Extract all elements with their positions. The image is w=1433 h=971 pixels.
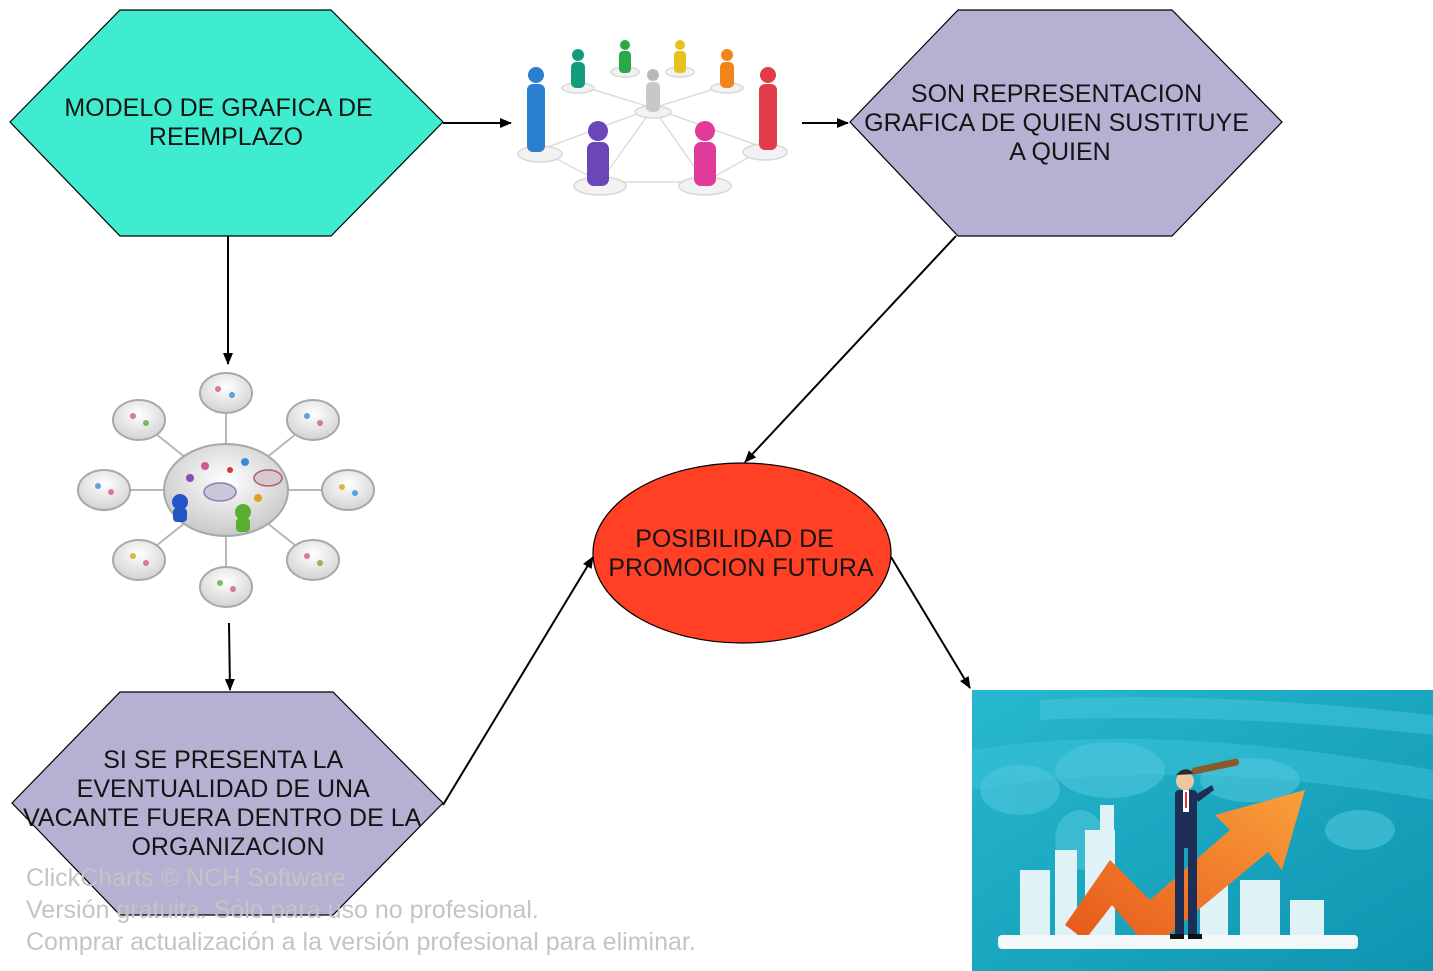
- businessman-telescope-growth-icon: [972, 690, 1433, 971]
- arrow-si-to-posibilidad: [442, 556, 594, 806]
- watermark-line-2: Versión gratuita. Sólo para uso no profe…: [26, 896, 539, 924]
- modelo-label: MODELO DE GRAFICA DE REEMPLAZO: [64, 94, 379, 151]
- watermark-line-3: Comprar actualización a la versión profe…: [26, 928, 696, 956]
- modelo-hexagon: [9, 9, 444, 237]
- node-modelo[interactable]: MODELO DE GRAFICA DE REEMPLAZO: [9, 9, 444, 237]
- watermark: ClickCharts © NCH Software Versión gratu…: [26, 862, 696, 958]
- arrow-son-to-posibilidad: [744, 235, 957, 463]
- son-label: SON REPRESENTACION GRAFICA DE QUIEN SUST…: [864, 80, 1256, 166]
- connectors: [223, 118, 971, 806]
- node-si[interactable]: SI SE PRESENTA LA EVENTUALIDAD DE UNA VA…: [11, 691, 444, 916]
- network-hub-icon: [77, 372, 375, 608]
- node-son[interactable]: SON REPRESENTACION GRAFICA DE QUIEN SUST…: [849, 9, 1283, 237]
- posibilidad-label: POSIBILIDAD DE PROMOCION FUTURA: [608, 525, 874, 582]
- si-hexagon: [11, 691, 444, 916]
- watermark-line-1: ClickCharts © NCH Software: [26, 864, 346, 892]
- posibilidad-ellipse: [592, 462, 892, 644]
- son-hexagon: [849, 9, 1283, 237]
- people-network-icon: [517, 40, 788, 196]
- node-posibilidad[interactable]: POSIBILIDAD DE PROMOCION FUTURA: [592, 462, 892, 644]
- arrow-network-to-si: [224, 622, 235, 691]
- arrow-posibilidad-to-growth: [890, 556, 971, 689]
- si-label: SI SE PRESENTA LA EVENTUALIDAD DE UNA VA…: [23, 746, 427, 861]
